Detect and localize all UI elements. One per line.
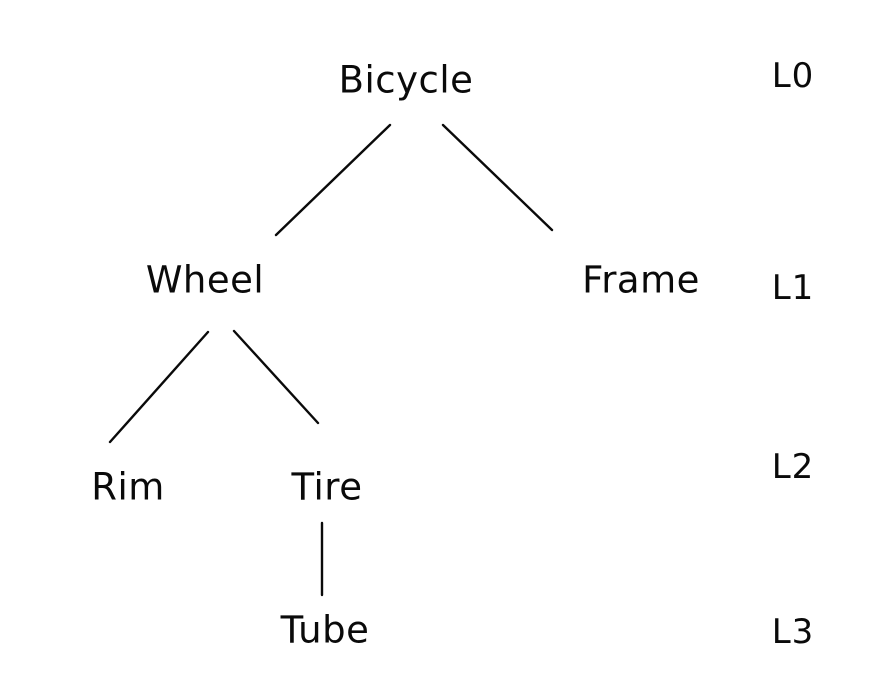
level-label-l1: L1 <box>771 268 815 308</box>
edge-wheel-rim <box>108 330 210 444</box>
edge-wheel-tire <box>232 329 320 425</box>
node-tube[interactable]: Tube <box>280 608 370 652</box>
node-tire[interactable]: Tire <box>291 465 363 509</box>
node-wheel[interactable]: Wheel <box>145 258 265 302</box>
level-label-l2: L2 <box>771 447 815 487</box>
edge-bicycle-frame <box>441 123 554 232</box>
node-frame[interactable]: Frame <box>582 258 700 302</box>
node-rim[interactable]: Rim <box>91 465 165 509</box>
edge-bicycle-wheel <box>274 123 392 237</box>
node-bicycle[interactable]: Bicycle <box>338 58 474 102</box>
level-label-l0: L0 <box>771 56 815 96</box>
level-label-l3: L3 <box>771 612 815 652</box>
